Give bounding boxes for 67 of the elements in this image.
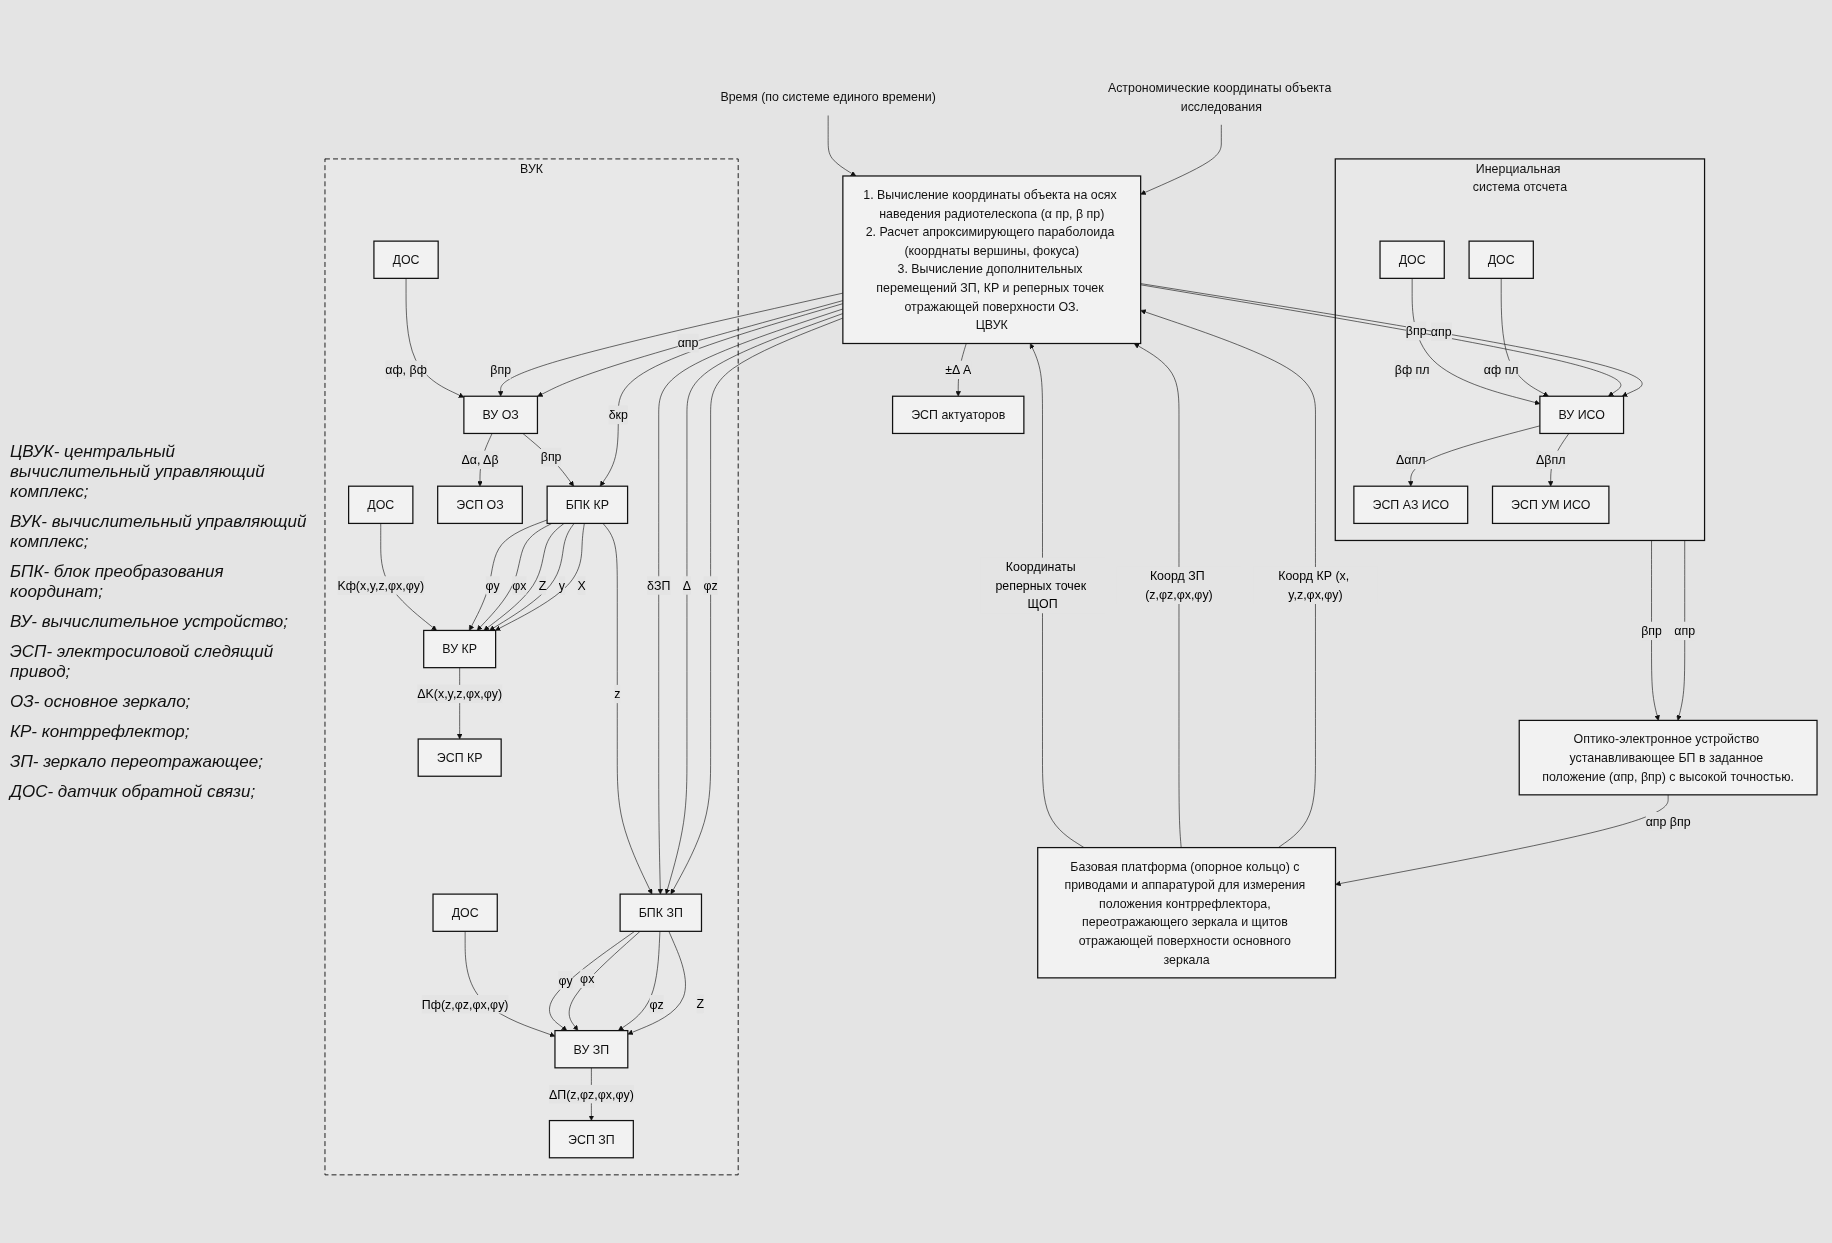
node-box: ВУ ЗП bbox=[554, 1029, 629, 1069]
edge-label: φy bbox=[558, 973, 573, 987]
abbreviation-note: ОЗ- основное зеркало; bbox=[10, 691, 192, 712]
edge-label: z bbox=[614, 686, 621, 701]
node-box: ЭСП ЗП bbox=[548, 1119, 634, 1158]
edge-label: φx bbox=[512, 578, 527, 592]
node-box: Оптико-электронное устройство устанавливающее БП в заданное положение (αпр, βпр) с высокой точностью. bbox=[1518, 719, 1818, 796]
edge-label: δЗП bbox=[647, 578, 671, 592]
node-text: Время (по системе единого времени) bbox=[720, 89, 936, 104]
edge-label: αпр bbox=[1674, 623, 1696, 638]
edge-label: βпр bbox=[1405, 323, 1427, 338]
node-box: ЭСП актуаторов bbox=[891, 395, 1025, 434]
edge-label: X bbox=[577, 578, 586, 592]
node-box: ЭСП УМ ИСО bbox=[1491, 485, 1610, 524]
abbreviation-note: БПК- блок преобразования координат; bbox=[10, 561, 225, 602]
abbreviation-note: ЗП- зеркало переотражающее; bbox=[10, 751, 264, 772]
node-box: ДОС bbox=[1468, 240, 1534, 279]
edge-label: Z bbox=[696, 996, 705, 1011]
edge-label: Δβпл bbox=[1536, 452, 1566, 467]
node-box: ДОС bbox=[1379, 240, 1445, 279]
edge-label: φz bbox=[649, 997, 664, 1011]
node-box: ЭСП КР bbox=[417, 738, 502, 777]
edge-label: Δαпл bbox=[1396, 452, 1426, 467]
node-box: ВУ КР bbox=[423, 629, 497, 668]
abbreviation-note: ВУК- вычислительный управляющий комплекс; bbox=[10, 511, 308, 552]
edge-label: βпр bbox=[540, 449, 562, 464]
edge-label: βпр bbox=[1641, 623, 1662, 638]
abbreviation-note: ЦВУК- центральный вычислительный управляющий комплекс; bbox=[10, 441, 266, 502]
edge-label: Коорд ЗП (z,φz,φx,φy) bbox=[1145, 568, 1213, 602]
node-box: БПК КР bbox=[546, 485, 629, 524]
edge-label: ΔK(x,y,z,φx,φy) bbox=[417, 686, 503, 701]
node-box: ВУ ОЗ bbox=[463, 395, 539, 434]
edge-label: Δ bbox=[682, 578, 692, 592]
edge-label: Коорд КР (x, y,z,φx,φy) bbox=[1278, 568, 1350, 602]
abbreviation-note: КР- контррефлектор; bbox=[10, 721, 191, 742]
edge-label: βф пл bbox=[1394, 362, 1430, 377]
abbreviation-note: ЭСП- электросиловой следящий привод; bbox=[10, 641, 275, 682]
node-text: Астрономические координаты объекта исследования bbox=[1107, 80, 1332, 113]
node-box: Базовая платформа (опорное кольцо) с приводами и аппаратурой для измерения положения контррефлектора, переотражающего зеркала и щитов отражающей поверхности основного зеркала bbox=[1037, 846, 1337, 979]
edge-label: Координаты реперных точек ЩОП bbox=[995, 559, 1087, 611]
edge-label: αпр bbox=[1430, 324, 1452, 339]
edge-label: Пф(z,φz,φx,φy) bbox=[421, 997, 509, 1011]
node-box: ВУ ИСО bbox=[1539, 395, 1625, 434]
edge-label: αпр bbox=[677, 335, 699, 350]
abbreviation-note: ВУ- вычислительное устройство; bbox=[10, 611, 290, 632]
node-box: ДОС bbox=[432, 893, 498, 932]
edge-label: y bbox=[558, 578, 566, 592]
edge-label: ΔП(z,φz,φx,φy) bbox=[548, 1086, 634, 1101]
node-box: БПК ЗП bbox=[619, 893, 703, 932]
node-box: 1. Вычисление координаты объекта на осях наведения радиотелескопа (α пр, β пр) 2. Расчет апроксимирующего параболоида (коорднаты вершины, фокуса) 3. Вычисление дополнительных перемещений ЗП, КР и реперных точек отражающей поверхности ОЗ. ЦВУК bbox=[842, 174, 1142, 344]
node-box: ДОС bbox=[373, 240, 439, 279]
abbreviation-note: ДОС- датчик обратной связи; bbox=[10, 781, 257, 802]
edge-label: δкр bbox=[608, 407, 628, 422]
edge-label: Kф(x,y,z,φx,φy) bbox=[337, 578, 425, 592]
edge-label: αф пл bbox=[1483, 362, 1519, 377]
node-box: ДОС bbox=[348, 485, 414, 524]
edge-label: αф, βф bbox=[385, 362, 427, 377]
node-box: ЭСП АЗ ИСО bbox=[1353, 485, 1469, 524]
edge-label: φz bbox=[703, 578, 718, 592]
edge-label: αпр βпр bbox=[1645, 813, 1691, 828]
edge-label: Z bbox=[538, 578, 547, 592]
edge-label: ±Δ A bbox=[945, 362, 972, 377]
edge-label: Δα, Δβ bbox=[461, 452, 499, 467]
edge-label: βпр bbox=[490, 362, 512, 377]
edge-label: φy bbox=[485, 578, 500, 592]
edge-label: φx bbox=[580, 971, 595, 986]
node-box: ЭСП ОЗ bbox=[437, 485, 523, 524]
